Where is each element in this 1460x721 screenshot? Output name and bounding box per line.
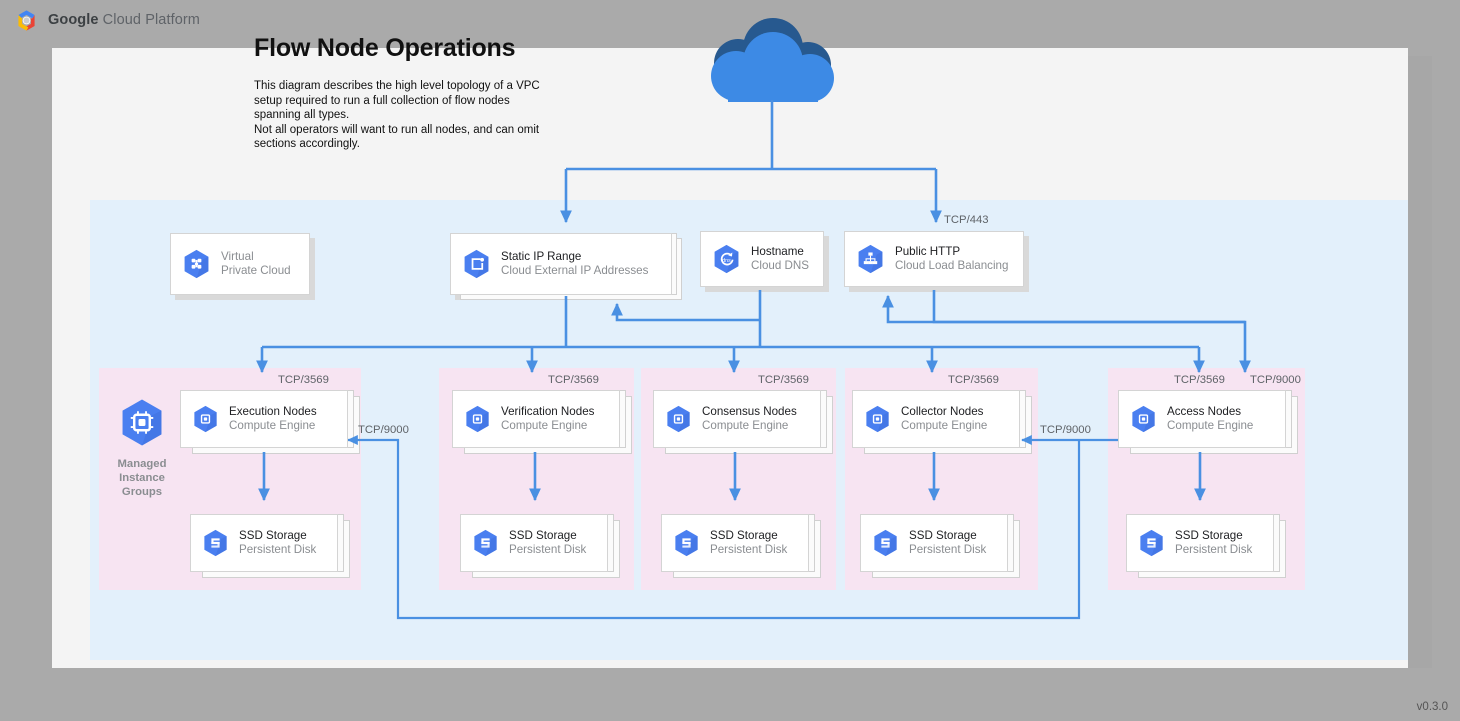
card-subtitle: Persistent Disk bbox=[1175, 543, 1253, 556]
port-label-execution-3569: TCP/3569 bbox=[278, 374, 329, 386]
port-label-collector-3569: TCP/3569 bbox=[948, 374, 999, 386]
card-title: Access Nodes bbox=[1167, 404, 1242, 418]
card-collector-ssd-storage[interactable]: SSD Storage Persistent Disk bbox=[860, 514, 1008, 572]
port-label-verification-3569: TCP/3569 bbox=[548, 374, 599, 386]
card-subtitle: Cloud Load Balancing bbox=[895, 259, 1009, 272]
card-title: Execution Nodes bbox=[229, 404, 317, 418]
card-consensus-nodes[interactable]: Consensus Nodes Compute Engine bbox=[653, 390, 821, 448]
managed-instance-groups: Managed Instance Groups bbox=[99, 398, 185, 499]
brand-text: Google Cloud Platform bbox=[48, 12, 200, 28]
svg-text:dns: dns bbox=[722, 258, 731, 264]
diagram-title: Flow Node Operations bbox=[254, 34, 516, 62]
port-label-collector-in-9000: TCP/9000 bbox=[1040, 424, 1091, 436]
persistent-disk-icon bbox=[675, 529, 698, 557]
description-line-1: This diagram describes the high level to… bbox=[254, 80, 540, 122]
card-execution-ssd-storage[interactable]: SSD Storage Persistent Disk bbox=[190, 514, 338, 572]
brand-prefix: Google bbox=[48, 12, 99, 28]
card-access-nodes[interactable]: Access Nodes Compute Engine bbox=[1118, 390, 1286, 448]
port-label-access-9000: TCP/9000 bbox=[1250, 374, 1301, 386]
card-access-ssd-storage[interactable]: SSD Storage Persistent Disk bbox=[1126, 514, 1274, 572]
persistent-disk-icon bbox=[874, 529, 897, 557]
card-title: Collector Nodes bbox=[901, 404, 984, 418]
card-title: Consensus Nodes bbox=[702, 404, 797, 418]
card-subtitle: Compute Engine bbox=[1167, 419, 1254, 432]
card-subtitle: Cloud External IP Addresses bbox=[501, 264, 649, 277]
card-title: SSD Storage bbox=[509, 528, 577, 542]
compute-engine-icon bbox=[1132, 405, 1155, 433]
card-subtitle: Compute Engine bbox=[702, 419, 789, 432]
persistent-disk-icon bbox=[474, 529, 497, 557]
card-verification-ssd-storage[interactable]: SSD Storage Persistent Disk bbox=[460, 514, 608, 572]
card-title: SSD Storage bbox=[909, 528, 977, 542]
card-static-ip-range[interactable]: Static IP Range Cloud External IP Addres… bbox=[450, 233, 672, 295]
compute-engine-icon bbox=[122, 399, 162, 446]
card-subtitle: Persistent Disk bbox=[909, 543, 987, 556]
card-virtual-private-cloud[interactable]: Virtual Private Cloud bbox=[170, 233, 310, 295]
card-title: SSD Storage bbox=[710, 528, 778, 542]
compute-engine-icon bbox=[667, 405, 690, 433]
card-title: SSD Storage bbox=[1175, 528, 1243, 542]
card-subtitle: Private Cloud bbox=[221, 264, 291, 277]
brand-header: Google Cloud Platform bbox=[14, 7, 200, 33]
port-label-access-3569: TCP/3569 bbox=[1174, 374, 1225, 386]
port-label-consensus-3569: TCP/3569 bbox=[758, 374, 809, 386]
external-ip-icon bbox=[464, 249, 489, 279]
gcp-hexagon-logo-icon bbox=[18, 9, 35, 31]
persistent-disk-icon bbox=[204, 529, 227, 557]
compute-engine-icon bbox=[194, 405, 217, 433]
compute-engine-icon bbox=[466, 405, 489, 433]
card-title: Verification Nodes bbox=[501, 404, 595, 418]
card-title: SSD Storage bbox=[239, 528, 307, 542]
canvas-shadow bbox=[1408, 56, 1432, 668]
compute-engine-icon bbox=[866, 405, 889, 433]
card-subtitle: Compute Engine bbox=[501, 419, 588, 432]
cloud-dns-icon: dns bbox=[714, 244, 739, 274]
card-hostname[interactable]: dns Hostname Cloud DNS bbox=[700, 231, 824, 287]
persistent-disk-icon bbox=[1140, 529, 1163, 557]
card-public-http[interactable]: Public HTTP Cloud Load Balancing bbox=[844, 231, 1024, 287]
card-subtitle: Cloud DNS bbox=[751, 259, 809, 272]
load-balancing-icon bbox=[858, 244, 883, 274]
diagram-description: This diagram describes the high level to… bbox=[254, 79, 554, 152]
managed-instance-groups-label: Managed Instance Groups bbox=[117, 458, 167, 498]
brand-suffix: Cloud Platform bbox=[98, 12, 200, 28]
port-label-execution-in-9000: TCP/9000 bbox=[358, 424, 409, 436]
card-subtitle: Compute Engine bbox=[229, 419, 316, 432]
card-subtitle: Persistent Disk bbox=[239, 543, 317, 556]
card-title: Static IP Range bbox=[501, 249, 582, 263]
card-subtitle: Persistent Disk bbox=[509, 543, 587, 556]
card-collector-nodes[interactable]: Collector Nodes Compute Engine bbox=[852, 390, 1020, 448]
card-title: Hostname bbox=[751, 244, 804, 258]
card-execution-nodes[interactable]: Execution Nodes Compute Engine bbox=[180, 390, 348, 448]
card-verification-nodes[interactable]: Verification Nodes Compute Engine bbox=[452, 390, 620, 448]
card-title: Virtual bbox=[221, 249, 254, 263]
cloud-icon bbox=[711, 18, 834, 102]
card-subtitle: Persistent Disk bbox=[710, 543, 788, 556]
version-label: v0.3.0 bbox=[1416, 701, 1448, 713]
virtual-private-cloud-icon bbox=[184, 249, 209, 279]
card-consensus-ssd-storage[interactable]: SSD Storage Persistent Disk bbox=[661, 514, 809, 572]
port-label-lb-443: TCP/443 bbox=[944, 214, 989, 226]
card-subtitle: Compute Engine bbox=[901, 419, 988, 432]
description-line-2: Not all operators will want to run all n… bbox=[254, 123, 540, 151]
card-title: Public HTTP bbox=[895, 244, 961, 258]
